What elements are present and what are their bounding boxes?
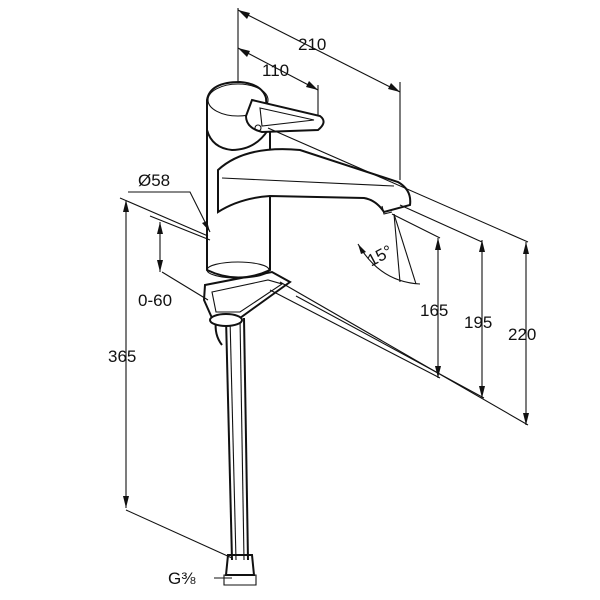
thread-label: G⅜ <box>168 569 196 588</box>
dim-210-label: 210 <box>298 35 326 54</box>
dim-165-label: 165 <box>420 301 448 320</box>
dim-diameter-label: Ø58 <box>138 171 170 190</box>
dim-angle-label: 15° <box>364 241 396 270</box>
dim-110-label: 110 <box>262 61 289 80</box>
dim-220-label: 220 <box>508 325 536 344</box>
dimension-lines <box>119 8 529 579</box>
dim-range-label: 0-60 <box>138 291 172 310</box>
faucet-body <box>202 80 412 586</box>
dim-195-label: 195 <box>464 313 492 332</box>
dim-365-label: 365 <box>108 347 136 366</box>
